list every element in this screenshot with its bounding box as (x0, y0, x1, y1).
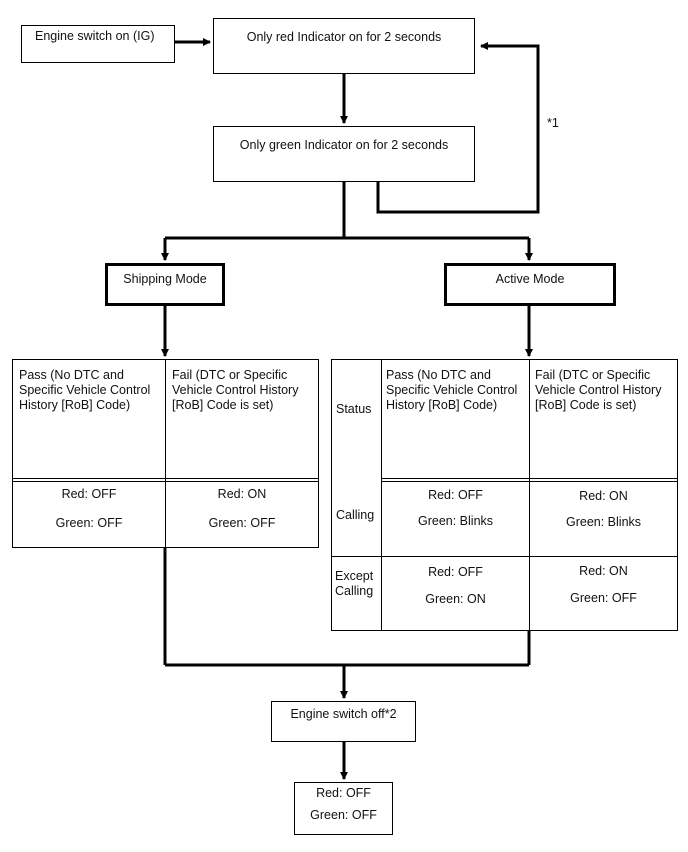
shipping-result-table: Pass (No DTC and Specific Vehicle Contro… (12, 359, 319, 548)
active-table-row-rule (332, 556, 677, 557)
active-except-fail-green: Green: OFF (570, 591, 637, 605)
active-status-label: Status (336, 402, 372, 416)
active-table-header-rule (381, 478, 677, 482)
shipping-fail-header: Fail (DTC or Specific Vehicle Control Hi… (172, 368, 299, 412)
engine-on-label: Engine switch on (IG) (35, 29, 155, 43)
shipping-pass-header: Pass (No DTC and Specific Vehicle Contro… (19, 368, 151, 412)
final-green-label: Green: OFF (310, 808, 377, 822)
shipping-pass-green: Green: OFF (55, 516, 123, 530)
active-except-pass-green: Green: ON (425, 592, 486, 606)
shipping-pass-red: Red: OFF (61, 487, 117, 501)
green-indicator-node: Only green Indicator on for 2 seconds (213, 126, 475, 182)
shipping-fail-green: Green: OFF (208, 516, 276, 530)
active-fail-header: Fail (DTC or Specific Vehicle Control Hi… (535, 368, 662, 412)
final-state-node: Red: OFF Green: OFF (294, 782, 393, 835)
active-mode-node: Active Mode (444, 263, 616, 306)
shipping-fail-red: Red: ON (217, 487, 267, 501)
green-indicator-label: Only green Indicator on for 2 seconds (239, 138, 449, 152)
engine-on-node: Engine switch on (IG) (21, 25, 175, 63)
active-pass-header: Pass (No DTC and Specific Vehicle Contro… (386, 368, 518, 412)
active-calling-pass-red: Red: OFF (428, 488, 483, 502)
loop-back-line (376, 42, 540, 214)
active-calling-pass-green: Green: Blinks (417, 514, 494, 528)
active-row-label: Except Calling (335, 569, 374, 598)
engine-off-label: Engine switch off*2 (290, 707, 397, 721)
active-result-table: Status Pass (No DTC and Specific Vehicle… (331, 359, 678, 631)
active-calling-fail-red: Red: ON (579, 489, 628, 503)
engine-off-node: Engine switch off*2 (271, 701, 416, 742)
shipping-table-divider (165, 360, 166, 547)
active-except-fail-red: Red: ON (579, 564, 628, 578)
shipping-mode-node: Shipping Mode (105, 263, 225, 306)
red-indicator-node: Only red Indicator on for 2 seconds (213, 18, 475, 74)
loop-note: *1 (547, 116, 559, 130)
final-red-label: Red: OFF (316, 786, 371, 800)
active-calling-fail-green: Green: Blinks (565, 515, 642, 529)
active-except-pass-red: Red: OFF (428, 565, 483, 579)
red-indicator-label: Only red Indicator on for 2 seconds (246, 30, 442, 44)
shipping-mode-label: Shipping Mode (123, 272, 207, 286)
shipping-table-header-rule (13, 478, 318, 482)
active-table-col-divider-2 (529, 360, 530, 630)
active-table-col-divider-1 (381, 360, 382, 630)
active-row-label: Calling (336, 508, 375, 522)
active-mode-label: Active Mode (495, 272, 565, 286)
